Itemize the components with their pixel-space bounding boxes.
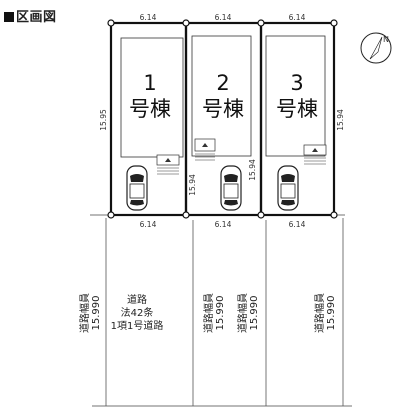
lot-3-car-icon [277, 165, 299, 211]
lot-3-width-top: 6.14 [289, 13, 306, 22]
lot-2-width-bottom: 6.14 [215, 220, 232, 229]
road-width-3: 道路幅員 15.990 [236, 293, 260, 333]
road-width-4: 道路幅員 15.990 [313, 293, 337, 333]
lot-3-number: 3 [290, 71, 303, 95]
road-label-3: 1項1号道路 [111, 319, 164, 332]
lot-2-car-icon [220, 165, 242, 211]
road-width-1: 道路幅員 15.990 [78, 293, 102, 333]
depth-left: 15.95 [99, 109, 108, 131]
road-width-1-label: 道路幅員 [78, 293, 91, 333]
lot-3-width-bottom: 6.14 [289, 220, 306, 229]
north-arrow-icon: N [360, 32, 392, 64]
depth-mid-left: 15.94 [188, 174, 197, 196]
title-text: 区画図 [16, 10, 57, 25]
lot-2-width-top: 6.14 [215, 13, 232, 22]
road-width-3-label: 道路幅員 [236, 293, 249, 333]
title-square-icon [4, 12, 14, 22]
lot-1-entrance [156, 154, 180, 175]
lot-1-building [120, 37, 184, 158]
north-label: N [383, 35, 389, 44]
lot-2-building [191, 35, 252, 157]
road-label-1: 道路 [127, 293, 147, 306]
lot-3-label: 号棟 [276, 97, 318, 121]
lot-1-label: 号棟 [129, 97, 171, 121]
road-width-4-label: 道路幅員 [313, 293, 326, 333]
boundary-markers [107, 19, 338, 219]
road-width-1-value: 15.990 [91, 296, 102, 331]
lot-1-car-icon [126, 165, 148, 211]
road-width-2: 道路幅員 15.990 [202, 293, 226, 333]
depth-right: 15.94 [336, 109, 345, 131]
lot-3-building [265, 35, 326, 157]
lot-2-number: 2 [216, 71, 229, 95]
lot-1-number: 1 [143, 71, 156, 95]
road-width-2-value: 15.990 [215, 296, 226, 331]
lot-3-entrance [303, 144, 327, 165]
depth-mid-right: 15.94 [248, 159, 257, 181]
diagram-title: 区画図 [4, 6, 57, 25]
lot-1-width-top: 6.14 [140, 13, 157, 22]
lot-1-width-bottom: 6.14 [140, 220, 157, 229]
lot-2-label: 号棟 [202, 97, 244, 121]
lot-2-entrance [194, 138, 216, 161]
lot-3-boundary [259, 21, 336, 217]
road-label-2: 法42条 [121, 306, 154, 319]
road-width-4-value: 15.990 [326, 296, 337, 331]
road-width-3-value: 15.990 [249, 296, 260, 331]
road-width-2-label: 道路幅員 [202, 293, 215, 333]
